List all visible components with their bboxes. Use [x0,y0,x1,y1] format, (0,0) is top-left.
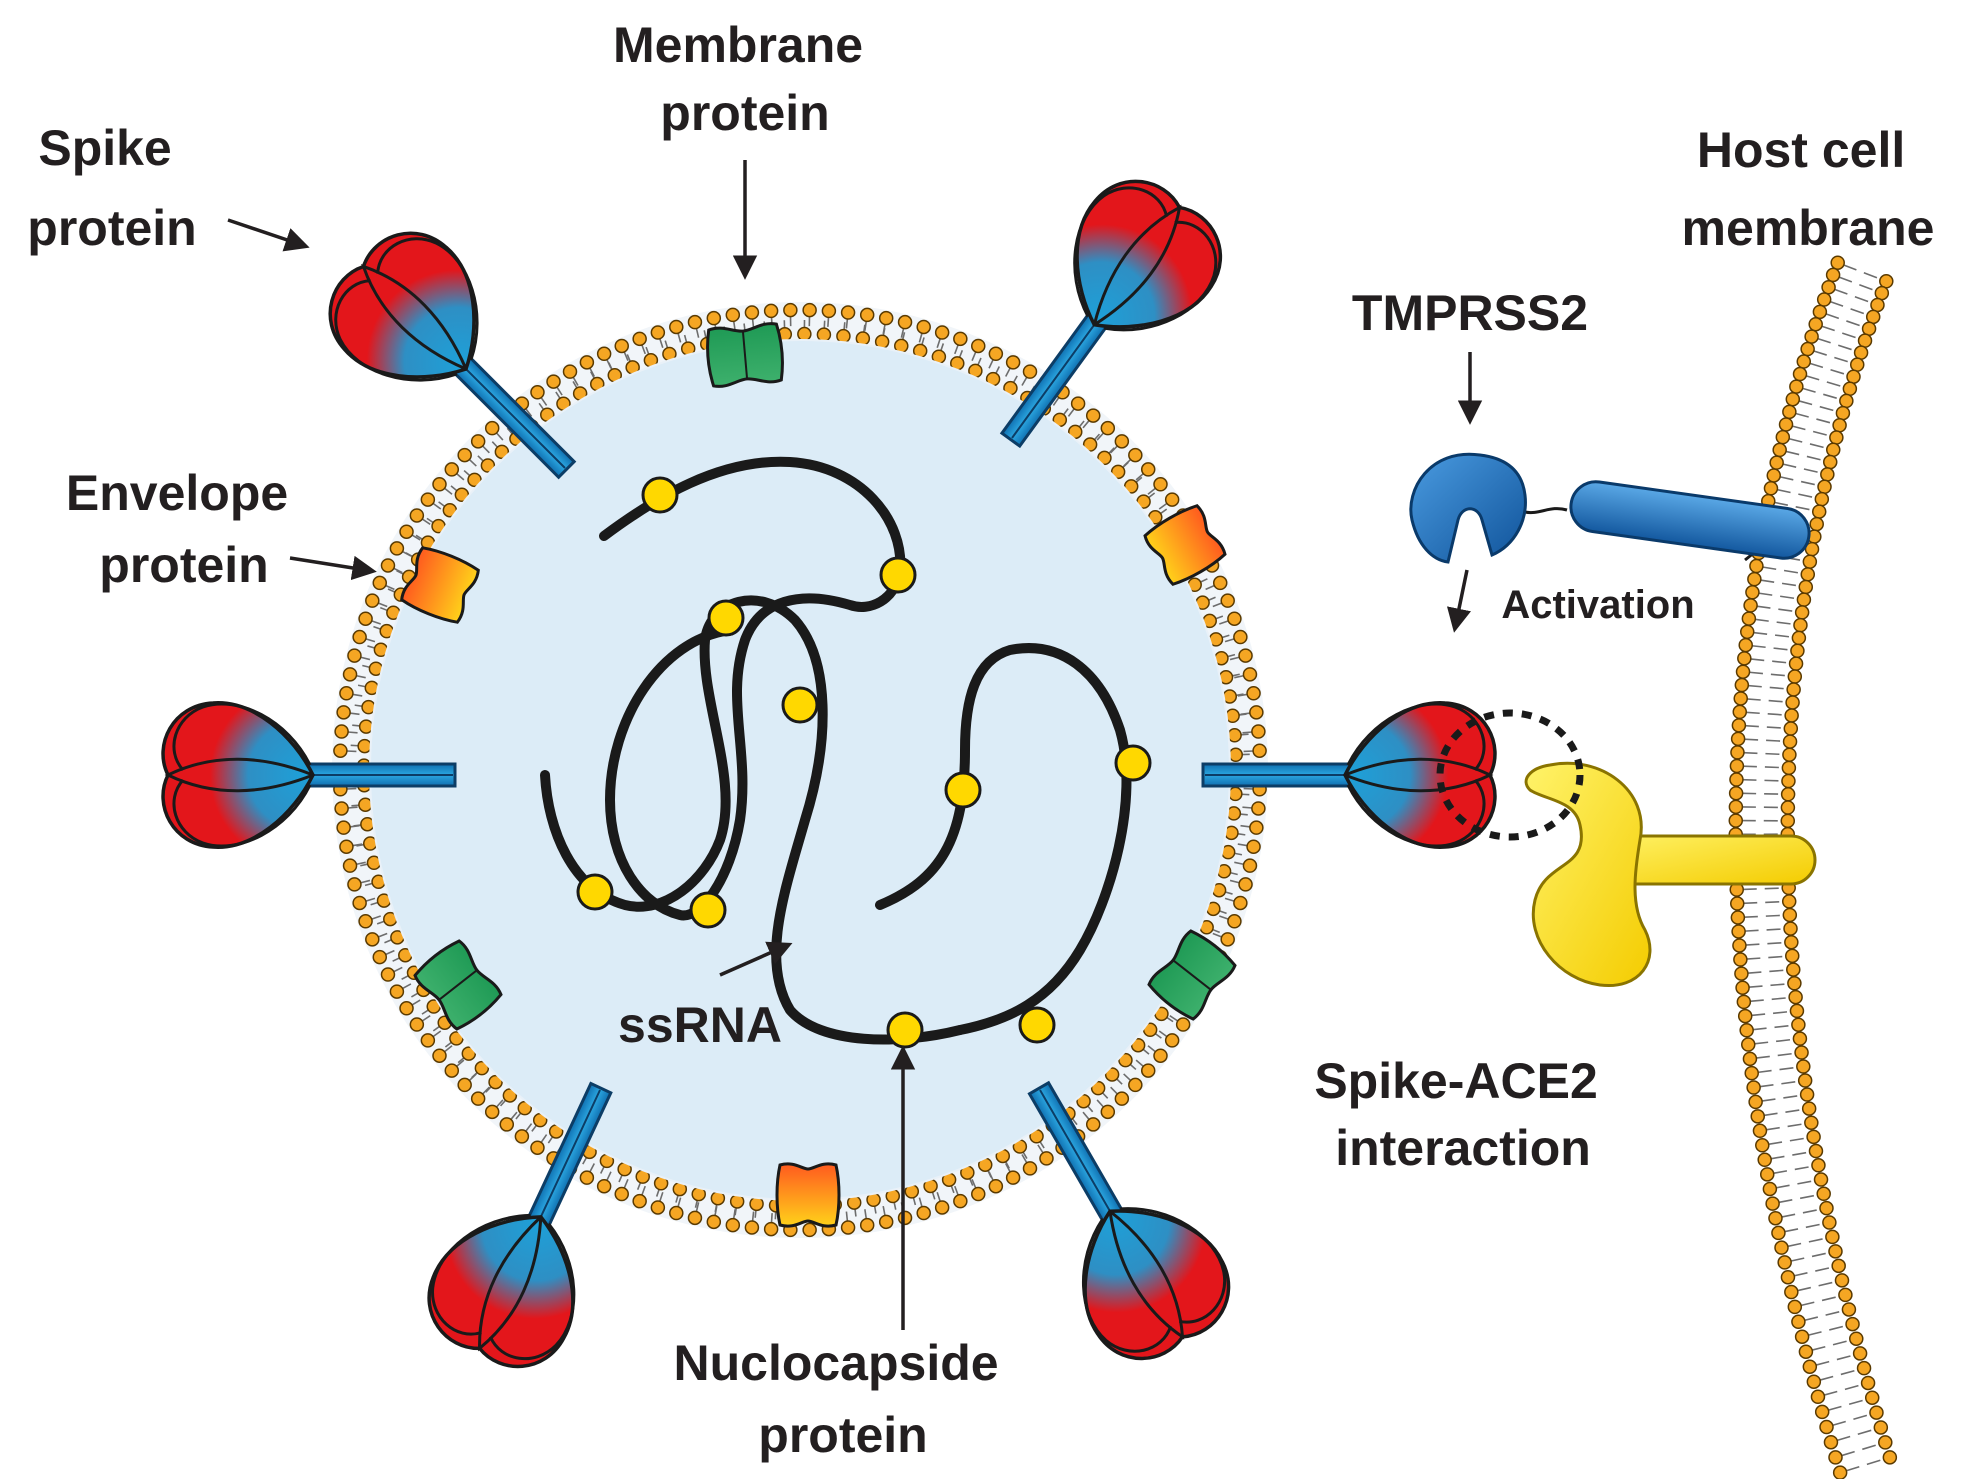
nucleocapsid-bead [886,1011,924,1049]
envelope-arrow [289,555,377,581]
nucleocapsid-bead [689,891,727,929]
membrane-protein-label: Membrane protein [613,17,877,141]
nucleocapsid-bead [1114,744,1152,782]
nucleocapsid-protein-label: Nuclocapside protein [673,1335,1012,1463]
ssrna-label: ssRNA [618,997,782,1053]
host-cell-membrane-label-line1: Host cell [1697,122,1905,178]
host-cell-membrane-label-line2: membrane [1682,200,1935,256]
host-cell-membrane-label: Host cell membrane [1682,122,1935,256]
virion-interior [369,339,1231,1201]
nucleocapsid-bead [1018,1006,1056,1044]
envelope-protein-label-line2: protein [99,537,268,593]
envelope-protein-bottom [775,1162,841,1228]
host-cell-membrane [1728,255,1898,1479]
spike-protein-label: Spike protein [27,120,196,256]
activation-arrow [1446,569,1471,633]
tmprss2-protease [1409,452,1811,564]
nucleocapsid-beads [576,476,1152,1049]
spike-ace2-label-line1: Spike-ACE2 [1314,1053,1597,1109]
ace2-receptor [1524,761,1817,988]
nucleocapsid-bead [641,476,679,514]
nucleocapsid-bead [781,686,819,724]
nucleocapsid-protein-label-line2: protein [758,1407,927,1463]
spike-protein-label-line1: Spike [38,120,171,176]
tmprss2-label: TMPRSS2 [1352,285,1588,341]
interaction-dotted-circle [1436,709,1584,841]
spike-protein-label-line2: protein [27,200,196,256]
spike-arrow [227,218,310,252]
ssrna-arrow [719,941,793,977]
nucleocapsid-bead [944,771,982,809]
nucleocapsid-protein-label-line1: Nuclocapside [673,1335,998,1391]
envelope-protein-label-line1: Envelope [66,465,288,521]
envelope-protein-label: Envelope protein [66,465,302,593]
membrane-protein-label-line2: protein [660,85,829,141]
nucleocapsid-bead [707,599,745,637]
activation-label: Activation [1501,583,1694,627]
membrane-protein-top [704,321,786,389]
membrane-protein-label-line1: Membrane [613,17,863,73]
nucleocapsid-bead [879,556,917,594]
nucleocapsid-bead [576,873,614,911]
spike-ace2-label: Spike-ACE2 interaction [1314,1053,1611,1176]
spike-ace2-label-line2: interaction [1335,1120,1591,1176]
pointer-arrows [227,160,1483,1330]
